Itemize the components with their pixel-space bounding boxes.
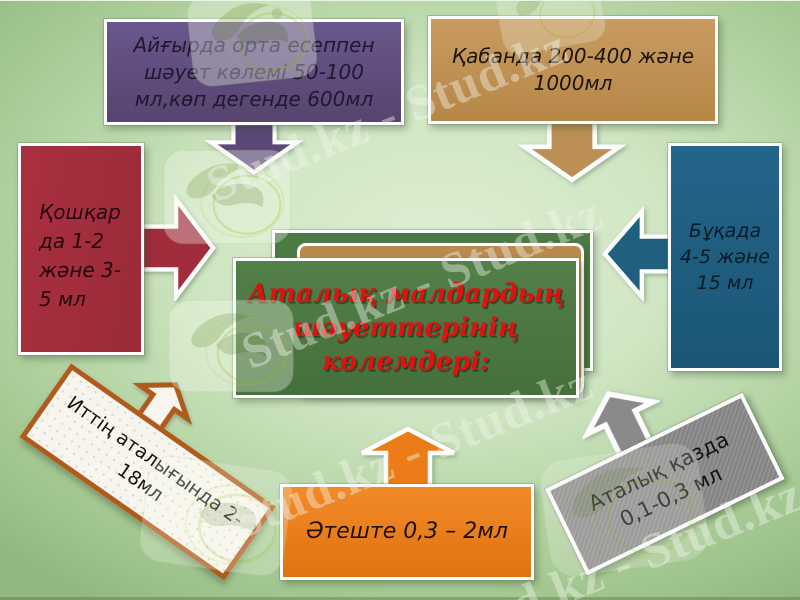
callout-text-line: Айғырда орта есеппен [133,32,375,57]
callout-text-line: Қабанда 200-400 және [451,44,695,68]
callout-text-line: шәует көлемі 50-100 [144,59,364,84]
callout-boar-semen-volume: Қабанда 200-400 және 1000мл [428,16,718,124]
callout-rooster-semen-volume: Әтеште 0,3 – 2мл [280,484,534,580]
callout-text-line: да 1-2 [39,229,105,253]
callout-text-line: және 3- [39,258,122,282]
callout-text-line: 1000мл [533,71,613,95]
callout-stallion-semen-volume: Айғырда орта есеппен шәует көлемі 50-100… [104,19,404,125]
callout-text-line: 15 мл [696,272,754,294]
callout-text-line: 18мл [113,459,168,507]
right-arrow-icon [141,195,216,301]
callout-bull-semen-volume: Бұқада 4-5 және 15 мл [668,143,782,371]
callout-text-line: Қошқар [39,200,121,224]
down-arrow-icon [517,120,627,183]
callout-text-line: Бұқада [688,220,762,242]
left-arrow-icon [601,207,671,301]
callout-text-line: мл,көп дегенде 600мл [134,86,374,111]
callout-text-line: 4-5 және [680,246,770,268]
callout-text-line: 5 мл [39,287,86,311]
up-arrow-icon [580,391,663,461]
callout-dog-semen-volume: Иттің аталығында 2- 18мл [19,313,311,581]
callout-ram-semen-volume: Қошқар да 1-2 және 3- 5 мл [18,143,144,355]
center-title-box: Аталық малдардың шәуеттерінің көлемдері: [233,258,579,398]
down-arrow-icon [204,118,304,175]
slide-title-line: шәуеттерінің көлемдері: [293,313,519,377]
callout-text-line: Әтеште 0,3 – 2мл [306,519,508,544]
callout-goose-semen-volume: Аталық қазда 0,1-0,3 мл [518,337,785,576]
up-arrow-icon [360,426,456,487]
slide-title-line: Аталық малдардың [247,279,565,309]
